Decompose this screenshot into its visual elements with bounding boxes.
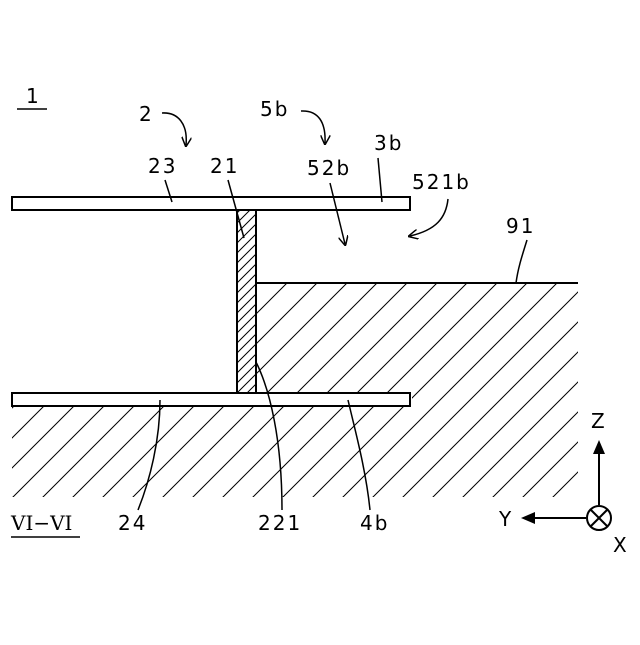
- label-2: 2: [139, 102, 154, 126]
- leader-521b: [410, 199, 448, 236]
- leader-2: [162, 113, 186, 145]
- leader-52b: [330, 183, 345, 244]
- y-axis-label: Y: [498, 507, 513, 531]
- section-label: VI−VI: [10, 511, 72, 535]
- label-3b: 3b: [374, 131, 403, 155]
- leader-5b: [301, 111, 325, 143]
- substrate-hatch-right: [412, 393, 578, 497]
- lower-plate: [12, 393, 410, 406]
- x-axis-label: X: [613, 533, 629, 557]
- label-91: 91: [506, 214, 535, 238]
- label-221: 221: [258, 511, 302, 535]
- label-52b: 52b: [307, 156, 351, 180]
- substrate-hatch-left: [12, 407, 412, 497]
- figure-id-label: 1: [26, 84, 41, 108]
- z-axis-arrowhead: [593, 440, 605, 454]
- label-5b: 5b: [260, 97, 289, 121]
- z-axis-label: Z: [591, 409, 607, 433]
- label-521b: 521b: [412, 170, 471, 194]
- leader-3b: [378, 158, 382, 202]
- label-4b: 4b: [360, 511, 389, 535]
- wall-21: [237, 210, 256, 393]
- label-21: 21: [210, 154, 239, 178]
- label-23: 23: [148, 154, 177, 178]
- leader-91: [516, 240, 527, 283]
- upper-plate: [12, 197, 410, 210]
- block-91-hatch: [256, 283, 578, 393]
- label-24: 24: [118, 511, 147, 535]
